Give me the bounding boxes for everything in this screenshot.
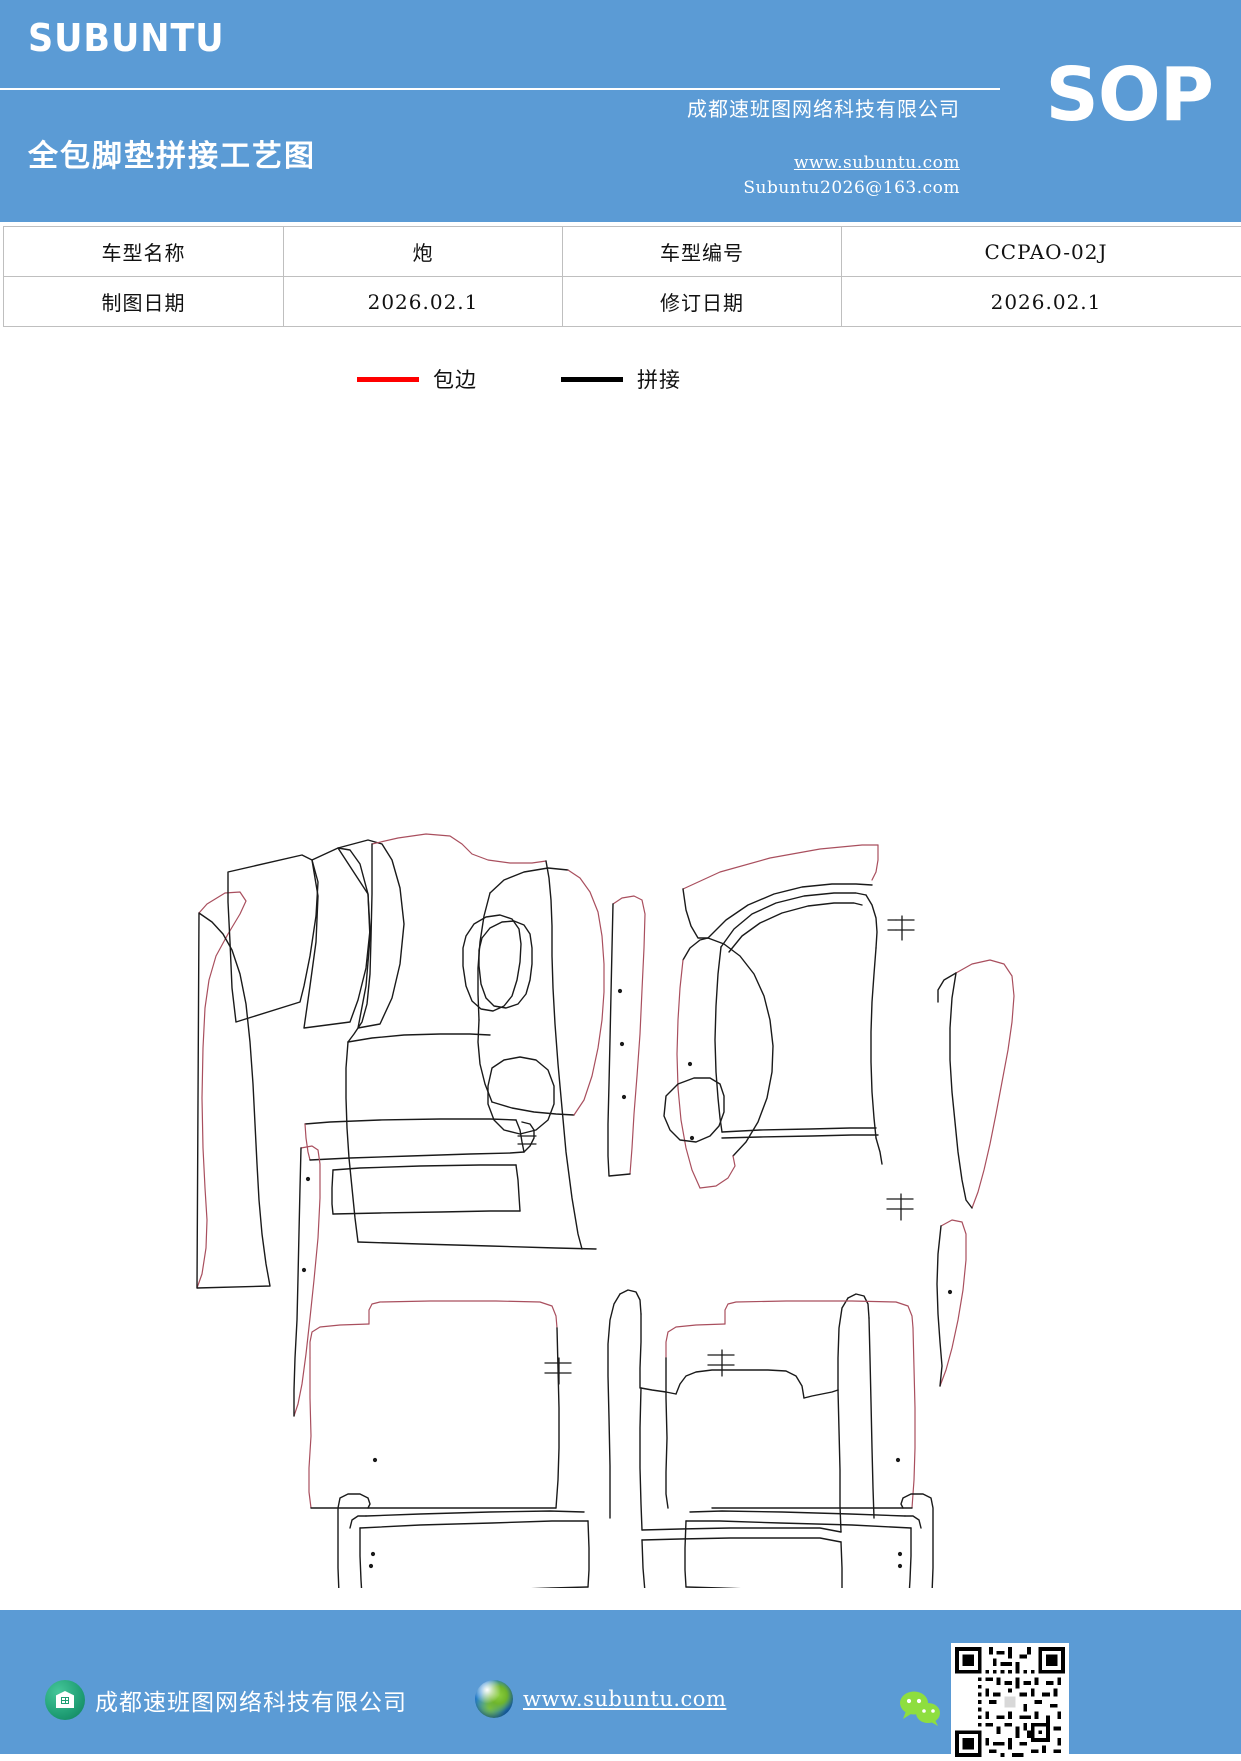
label-draw-date: 制图日期 — [4, 277, 284, 327]
page-header: SUBUNTU 全包脚垫拼接工艺图 成都速班图网络科技有限公司 www.subu… — [0, 0, 1241, 222]
brand-logo: SUBUNTU — [28, 16, 225, 60]
header-company-name: 成都速班图网络科技有限公司 — [687, 93, 960, 122]
header-email[interactable]: Subuntu2026@163.com — [743, 178, 960, 198]
wechat-icon — [897, 1688, 943, 1726]
pattern-piece-right-flap — [683, 845, 878, 938]
legend-item-seam: 拼接 — [561, 364, 681, 394]
globe-icon — [475, 1680, 513, 1718]
footer-website-block[interactable]: www.subuntu.com — [475, 1680, 726, 1718]
legend-label-seam: 拼接 — [637, 364, 681, 394]
bracket-mark — [708, 1350, 734, 1376]
value-model-name: 炮 — [284, 227, 563, 277]
pattern-piece-front-mat-right — [666, 1301, 915, 1556]
legend-swatch-edging — [357, 377, 419, 382]
pattern-piece-corner-right — [898, 1494, 933, 1588]
value-revision-date: 2026.02.1 — [842, 277, 1241, 327]
pattern-piece-front-mat-left — [309, 1301, 559, 1556]
pattern-piece-left-sill — [305, 1119, 536, 1160]
pattern-piece-left-sill-2 — [332, 1165, 520, 1214]
value-model-code: CCPAO-02J — [842, 227, 1241, 277]
building-icon — [45, 1680, 85, 1720]
header-website-link[interactable]: www.subuntu.com — [794, 153, 960, 173]
footer-company-name: 成都速班图网络科技有限公司 — [95, 1683, 407, 1717]
pattern-piece-right-strip — [608, 896, 645, 1176]
label-revision-date: 修订日期 — [563, 277, 842, 327]
pattern-piece-right-main — [664, 893, 914, 1164]
pattern-piece-right-small-strip — [937, 1220, 966, 1386]
pattern-piece-wedge-b — [304, 848, 370, 1028]
table-row: 制图日期 2026.02.1 修订日期 2026.02.1 — [4, 277, 1241, 327]
qr-code — [951, 1643, 1069, 1761]
label-model-code: 车型编号 — [563, 227, 842, 277]
legend-item-edging: 包边 — [357, 364, 477, 394]
page-title: 全包脚垫拼接工艺图 — [28, 131, 316, 175]
sop-badge: SOP — [1046, 58, 1213, 132]
pattern-piece-left-main — [346, 834, 596, 1249]
footer-website-link[interactable]: www.subuntu.com — [523, 1687, 726, 1711]
pattern-piece-left-strip — [197, 892, 270, 1288]
pattern-piece-front-sill-right — [685, 1511, 921, 1588]
value-draw-date: 2026.02.1 — [284, 277, 563, 327]
table-row: 车型名称 炮 车型编号 CCPAO-02J — [4, 227, 1241, 277]
page-footer: 成都速班图网络科技有限公司 www.subuntu.com — [0, 1610, 1241, 1754]
pattern-piece-center-mat — [608, 1290, 874, 1588]
pattern-piece-left-narrow — [294, 1146, 320, 1416]
pattern-piece-right-curve — [677, 938, 773, 1188]
drawing-legend: 包边 拼接 — [0, 360, 1241, 410]
label-model-name: 车型名称 — [4, 227, 284, 277]
footer-company-block: 成都速班图网络科技有限公司 — [45, 1680, 407, 1720]
bracket-mark — [887, 1194, 913, 1220]
pattern-piece-right-outer — [938, 960, 1014, 1208]
pattern-piece-front-sill-left — [350, 1511, 589, 1588]
header-divider — [0, 88, 1000, 90]
vehicle-info-table: 车型名称 炮 车型编号 CCPAO-02J 制图日期 2026.02.1 修订日… — [3, 226, 1241, 327]
pattern-piece-wedge-a — [228, 855, 318, 1022]
legend-label-edging: 包边 — [433, 364, 477, 394]
floor-mat-pattern-drawing — [0, 408, 1241, 1588]
legend-swatch-seam — [561, 377, 623, 382]
pattern-piece-center-arch — [463, 868, 604, 1134]
